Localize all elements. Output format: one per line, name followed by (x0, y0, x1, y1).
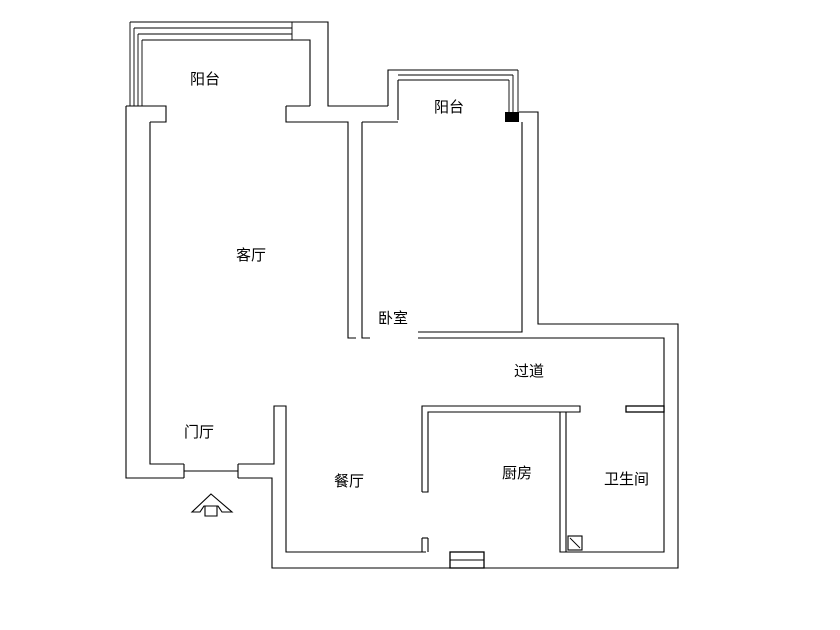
floor-drain-icon (567, 535, 583, 551)
balcony-left-walls (129, 21, 388, 107)
outer-walls (125, 105, 679, 569)
room-label-balcony-left: 阳台 (190, 70, 220, 88)
entrance-arrow-icon[interactable] (190, 493, 234, 517)
structural-column-icon (505, 112, 519, 122)
room-label-kitchen: 厨房 (502, 464, 532, 482)
room-label-balcony-right: 阳台 (434, 98, 464, 116)
room-label-corridor: 过道 (514, 362, 544, 380)
room-label-bedroom: 卧室 (378, 309, 408, 327)
kitchen-walls (421, 405, 581, 553)
bathroom-walls (625, 405, 665, 413)
balcony-right-walls (387, 69, 519, 120)
room-label-living-room: 客厅 (236, 246, 266, 264)
room-label-bathroom: 卫生间 (604, 470, 649, 488)
room-label-dining-room: 餐厅 (334, 472, 364, 490)
room-label-foyer: 门厅 (184, 423, 214, 441)
kitchen-window (449, 551, 485, 569)
